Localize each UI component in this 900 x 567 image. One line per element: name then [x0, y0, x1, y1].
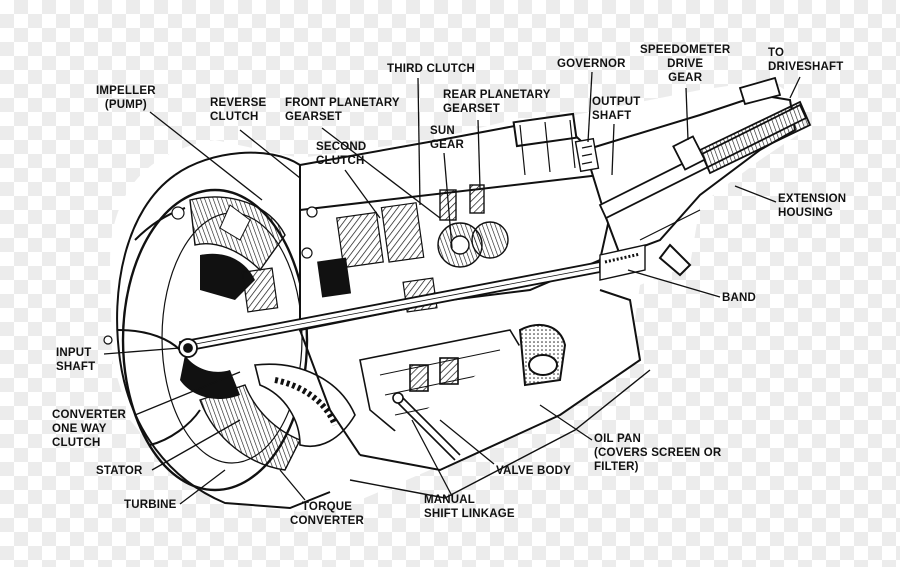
leader-oil-pan [539, 404, 593, 441]
leader-one-way-clutch [134, 371, 241, 416]
planetary-gearsets [437, 184, 509, 268]
leader-second-clutch [344, 169, 381, 219]
leader-extension [734, 185, 777, 203]
leader-turbine [179, 469, 226, 505]
leader-output-shaft [611, 123, 615, 176]
leader-torque-converter [279, 469, 306, 501]
leader-governor [587, 71, 593, 143]
label-third-clutch: THIRD CLUTCH [387, 63, 475, 75]
label-governor: GOVERNOR [557, 58, 626, 70]
output-shaft-yoke [598, 76, 812, 220]
label-turbine: TURBINE [124, 499, 177, 511]
leader-third-clutch [417, 77, 421, 206]
leader-sun-gear [443, 152, 453, 249]
label-impeller: IMPELLER(PUMP) [96, 85, 156, 111]
label-valve-body: VALVE BODY [496, 465, 572, 477]
governor-assembly [574, 137, 600, 173]
manual-shift-linkage [392, 392, 461, 461]
leader-input-shaft [103, 347, 181, 355]
case-bolts [103, 206, 318, 345]
impeller-blades [189, 196, 286, 300]
label-band: BAND [722, 292, 757, 304]
leader-valve-body [439, 419, 495, 465]
leader-speedometer [685, 87, 689, 141]
leader-manual-shift [411, 419, 453, 497]
leader-rear-planetary [477, 119, 481, 189]
leader-stator [151, 419, 241, 471]
leader-impeller [149, 111, 263, 201]
turbine-blades [180, 355, 356, 471]
leader-lines [103, 71, 801, 505]
leader-driveshaft [789, 76, 801, 99]
leader-band [627, 269, 721, 298]
label-stator: STATOR [96, 465, 143, 477]
leader-reverse [239, 129, 301, 179]
